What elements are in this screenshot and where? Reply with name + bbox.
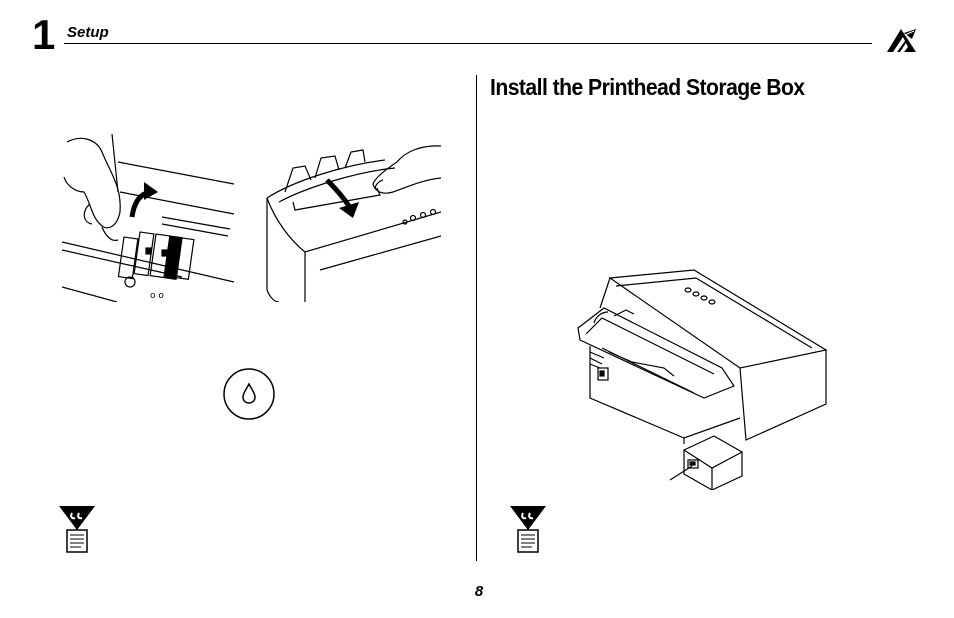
section-title: Install the Printhead Storage Box [490,74,805,101]
note-icon [59,506,95,554]
note-icon [510,506,546,554]
ink-tank-install-illustration: o o [62,132,234,302]
page-number: 8 [467,583,491,600]
section-label: Setup [67,24,109,41]
chapter-number: 1 [32,14,54,56]
column-divider [476,75,477,561]
printer-storage-box-illustration [574,268,830,490]
close-cover-illustration [265,140,441,302]
brand-logo-icon [886,27,918,53]
ink-drop-icon [222,367,276,421]
svg-text:o o: o o [150,291,164,301]
header-rule [64,43,872,44]
